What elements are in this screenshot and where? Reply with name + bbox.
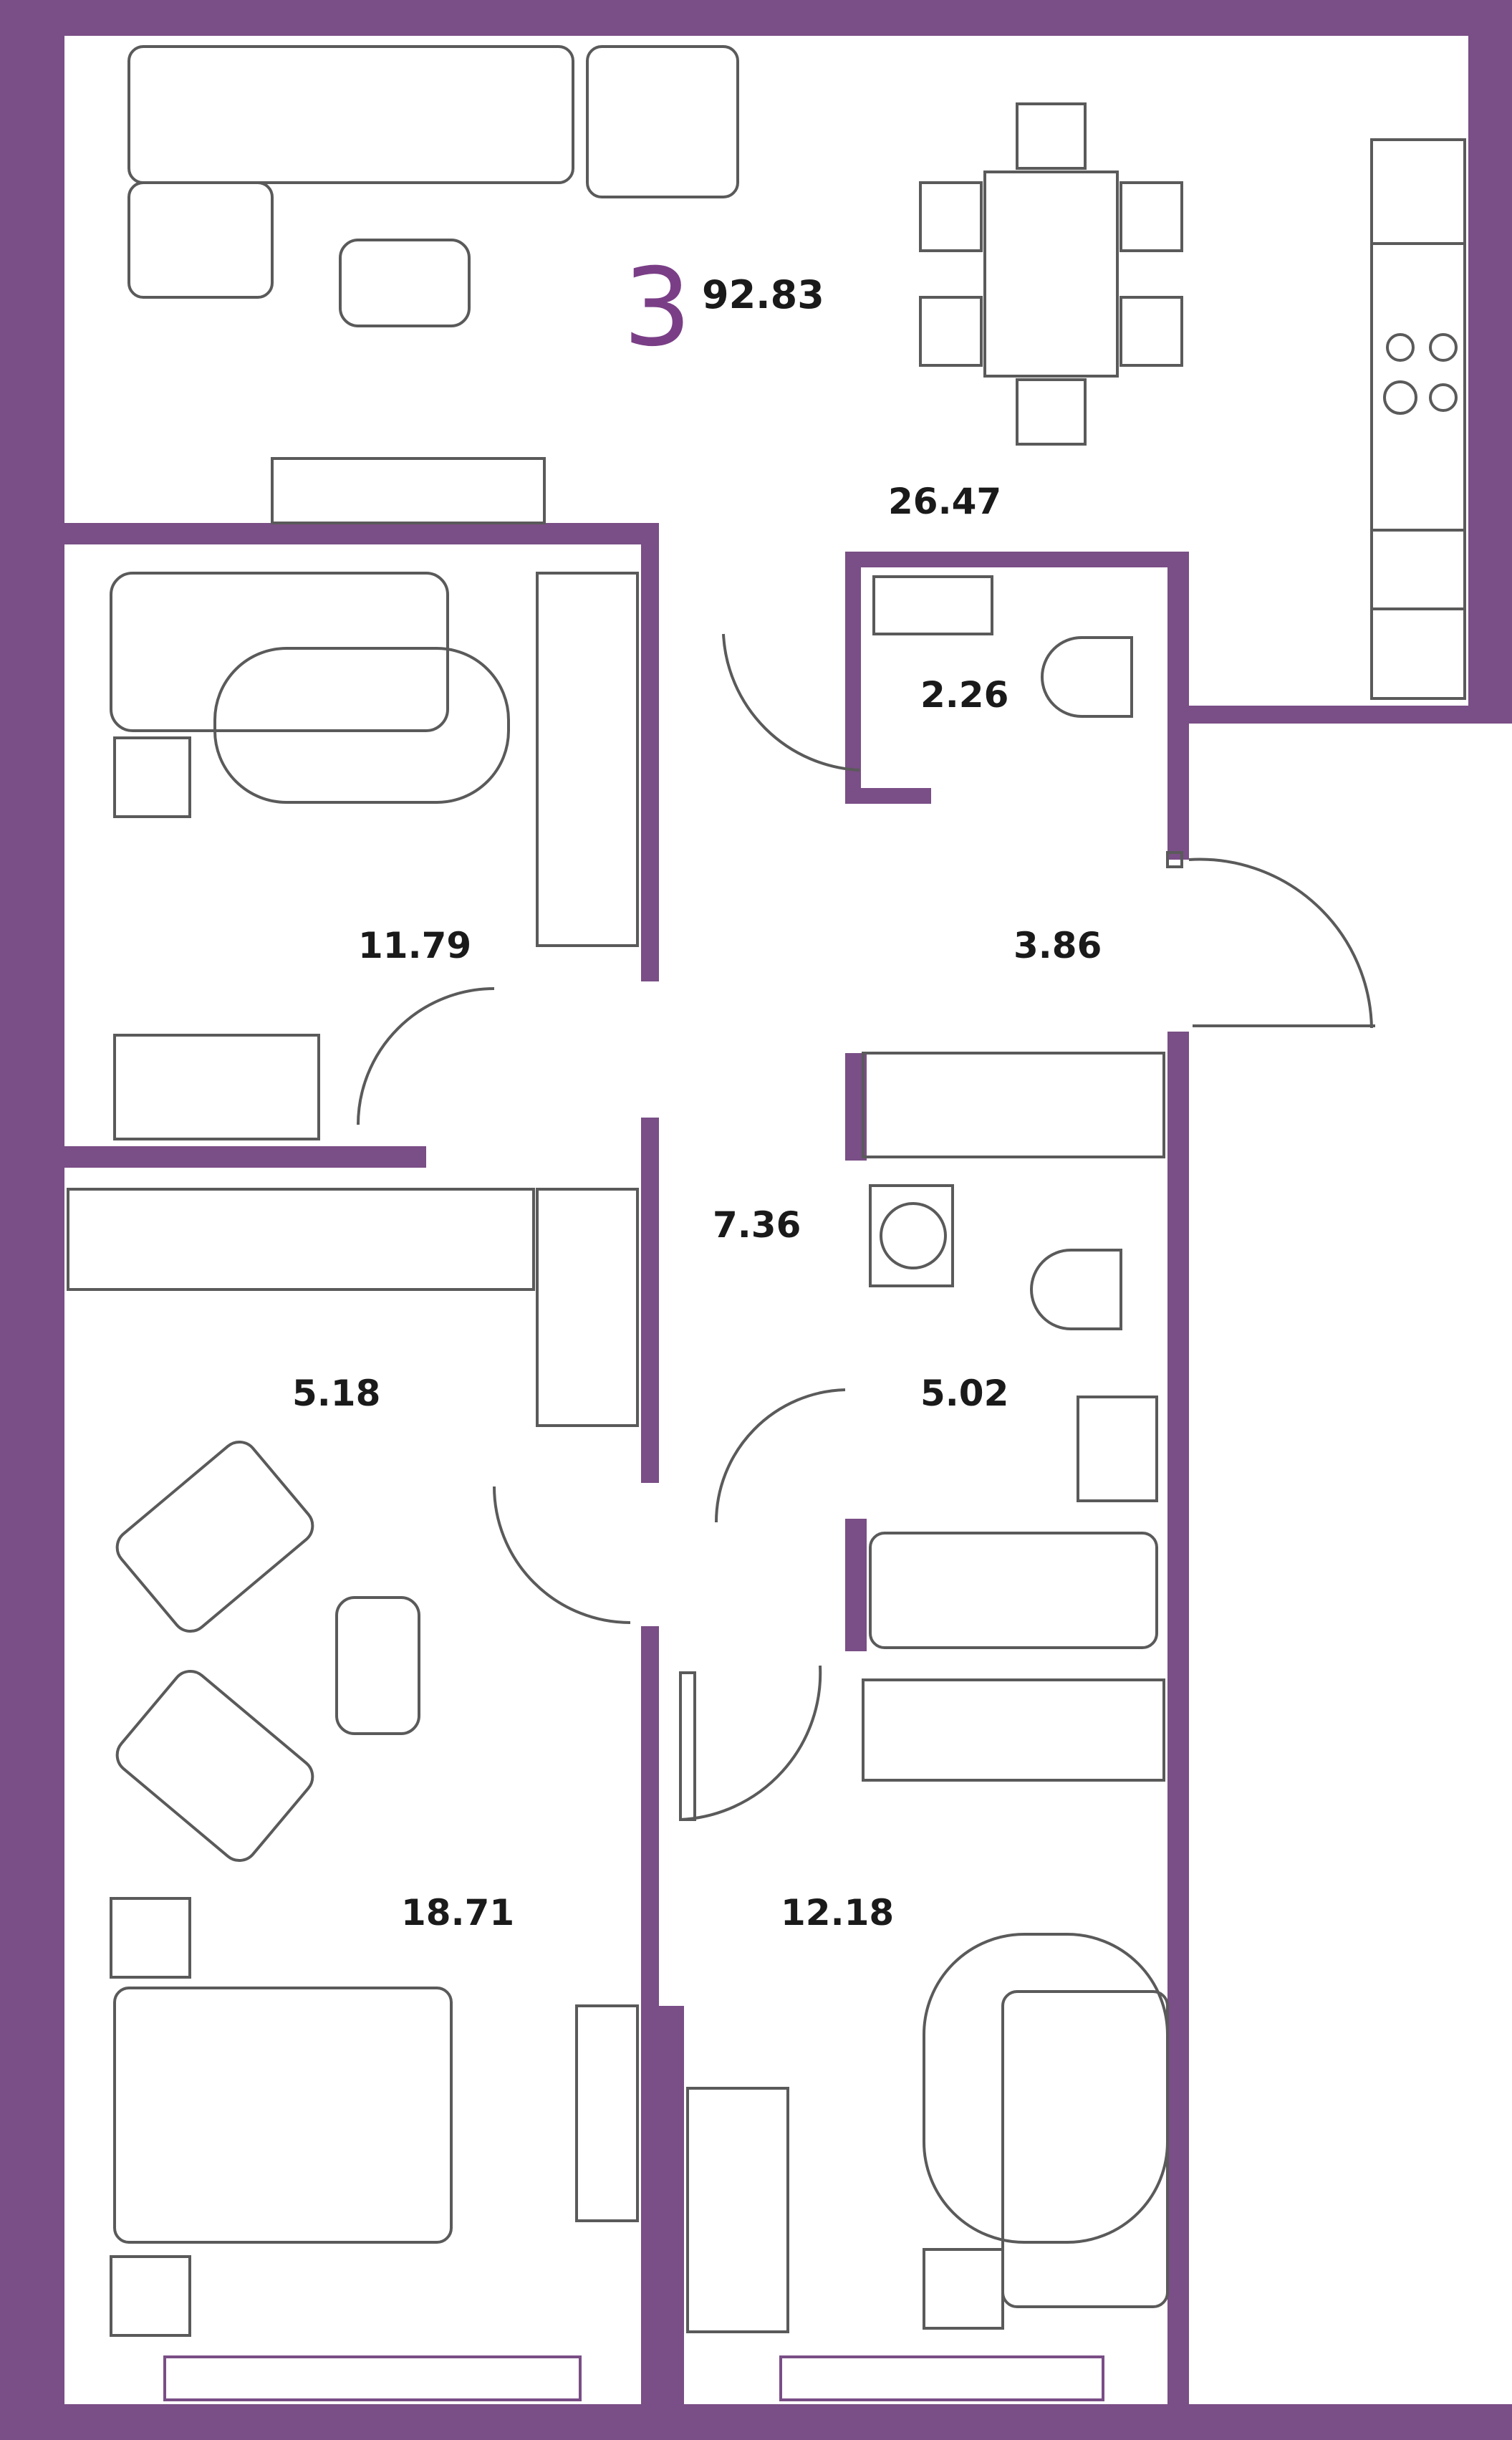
room-area-living-kitchen: 26.47: [888, 481, 1002, 522]
dining-table: [919, 102, 1183, 446]
room-area-wardrobe: 5.18: [292, 1373, 381, 1414]
bedroom-large-furniture: [110, 1440, 639, 2337]
room-area-corridor: 7.36: [713, 1204, 801, 1246]
windows: [20, 99, 1104, 2401]
bedroom-right-furniture: [679, 1665, 1169, 2333]
total-area: 92.83: [702, 272, 824, 317]
wardrobe-furniture: [67, 1188, 639, 1624]
rooms-count: 3: [623, 246, 692, 370]
room-area-hall: 3.86: [1013, 925, 1102, 966]
wc-fixtures: [722, 575, 1133, 772]
kitchen-counter: [1370, 138, 1466, 700]
room-area-wc: 2.26: [920, 674, 1009, 716]
bedroom-top-furniture: [110, 572, 639, 1140]
sofa: [127, 45, 739, 524]
room-area-bathroom: 5.02: [920, 1373, 1009, 1414]
hall-door: [1166, 851, 1375, 1029]
room-area-bedroom-large: 18.71: [401, 1892, 515, 1934]
bathroom-fixtures: [715, 1052, 1165, 1649]
room-area-bedroom-right: 12.18: [781, 1892, 895, 1934]
room-area-bedroom-top: 11.79: [358, 925, 472, 966]
